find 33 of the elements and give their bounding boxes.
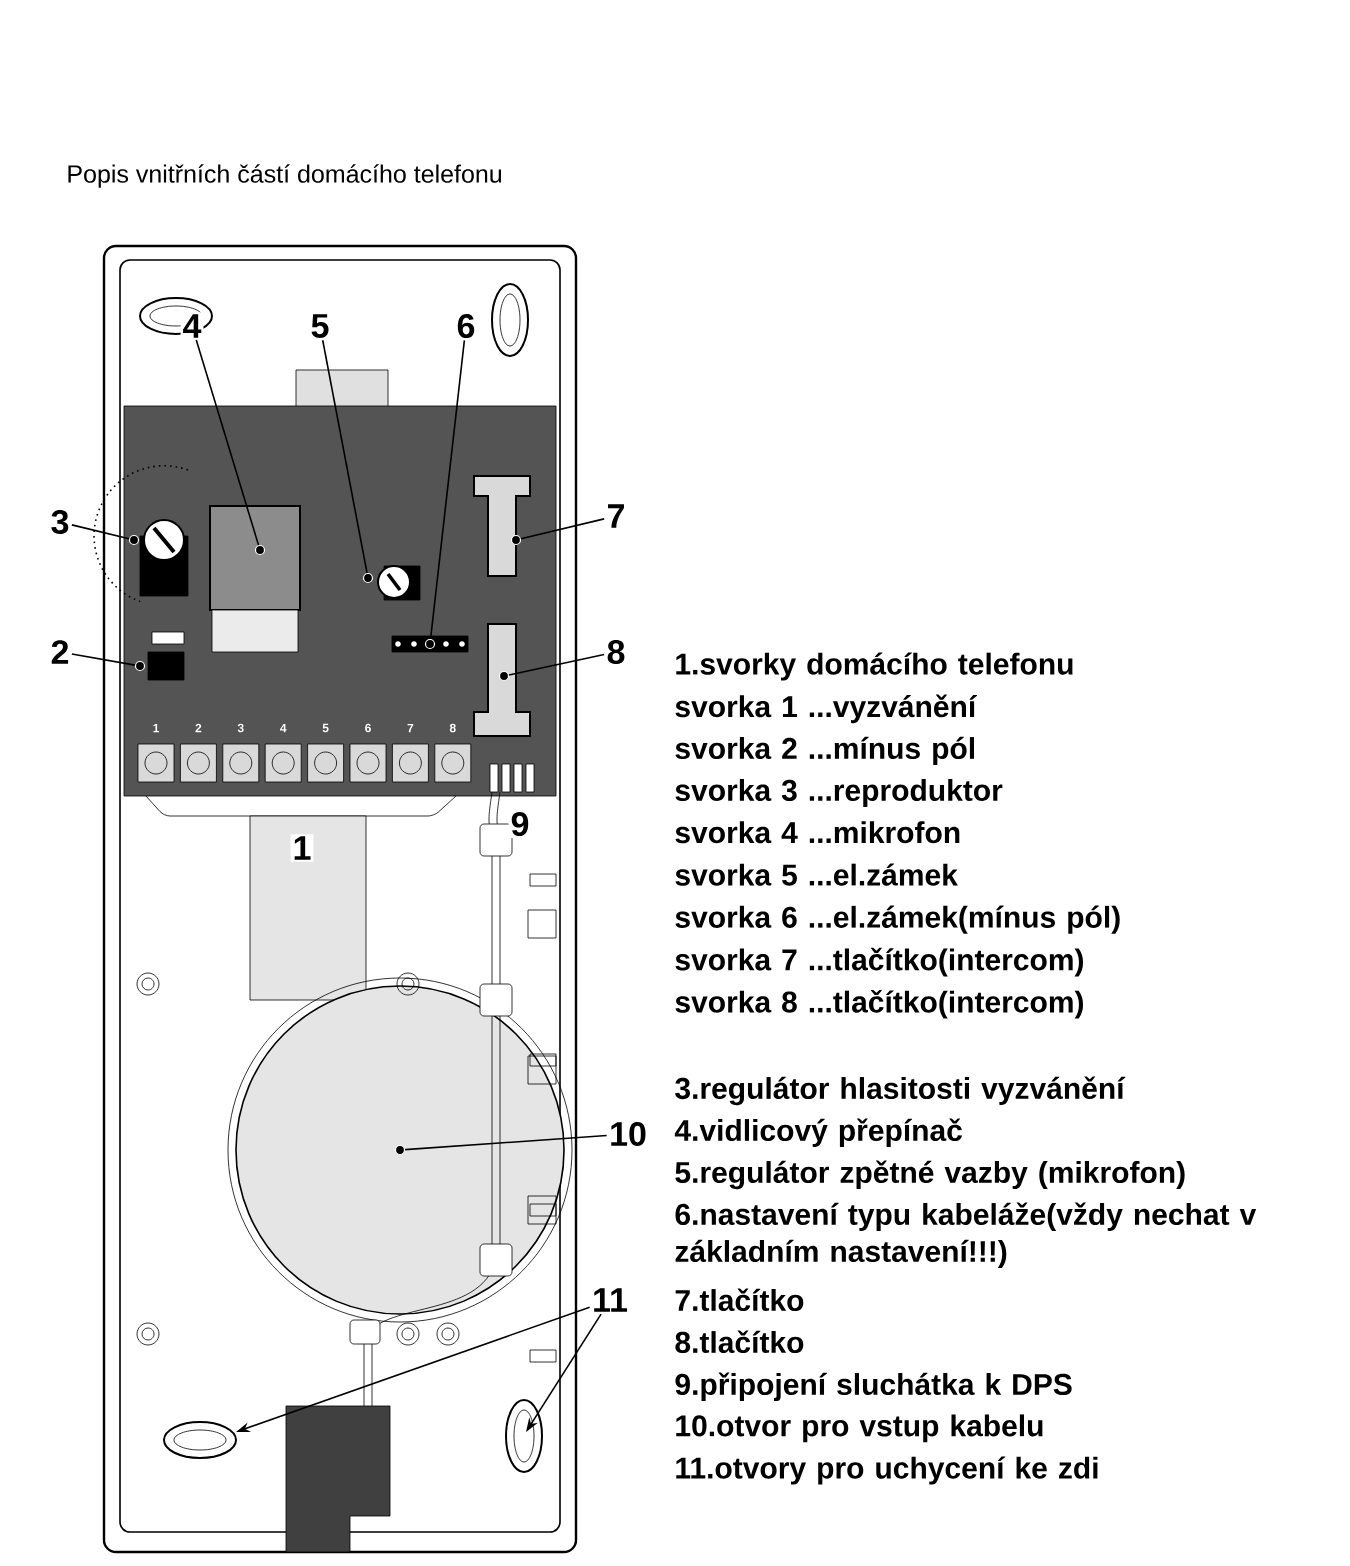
leader-line <box>429 339 466 640</box>
part-description: 3.regulátor hlasitosti vyzvánění <box>675 1076 1126 1106</box>
part-description: 11.otvory pro uchycení ke zdi <box>676 1456 1098 1485</box>
part-description: 4.vidlicový přepínač <box>674 1118 962 1147</box>
callout-number: 11 <box>590 1286 630 1314</box>
title: Popis vnitřních částí domácího telefonu <box>68 164 502 188</box>
callout-number: 10 <box>607 1119 649 1149</box>
callout-number: 2 <box>48 638 72 666</box>
callout-number: 4 <box>180 312 204 340</box>
leader-line <box>71 524 130 540</box>
callout-number: 1 <box>290 834 314 862</box>
callout-number: 8 <box>604 637 628 667</box>
part-description: svorka 1 ...vyzvánění <box>675 694 978 724</box>
leader-line <box>321 339 368 574</box>
part-description: svorka 4 ...mikrofon <box>675 821 960 844</box>
leader-line <box>195 339 260 546</box>
part-description: svorka 8 ...tlačítko(intercom) <box>675 990 1083 1019</box>
part-description: svorka 7 ...tlačítko(intercom) <box>675 947 1083 977</box>
part-description: 5.regulátor zpětné vazby (mikrofon) <box>675 1160 1185 1190</box>
part-description: 10.otvor pro vstup kabelu <box>676 1414 1043 1443</box>
callout-number: 7 <box>604 502 628 530</box>
part-description: svorka 6 ...el.zámek(mínus pól) <box>675 905 1120 934</box>
part-description: svorka 3 ...reproduktor <box>675 779 1003 807</box>
part-description: svorka 5 ...el.zámek <box>675 863 958 886</box>
leader-line <box>404 1134 608 1151</box>
part-description: 8.tlačítko <box>675 1330 804 1354</box>
callout-number: 3 <box>48 507 72 537</box>
part-description: 7.tlačítko <box>675 1288 804 1312</box>
callout-number: 5 <box>308 312 332 340</box>
part-description: 6.nastavení typu kabeláže(vždy nechat v základním nastavení!!!) <box>675 1202 1257 1268</box>
part-description: svorka 2 ...mínus pól <box>675 736 974 765</box>
part-description: 1.svorky domácího telefonu <box>676 652 1073 681</box>
part-description: 9.připojení sluchátka k DPS <box>675 1372 1072 1401</box>
